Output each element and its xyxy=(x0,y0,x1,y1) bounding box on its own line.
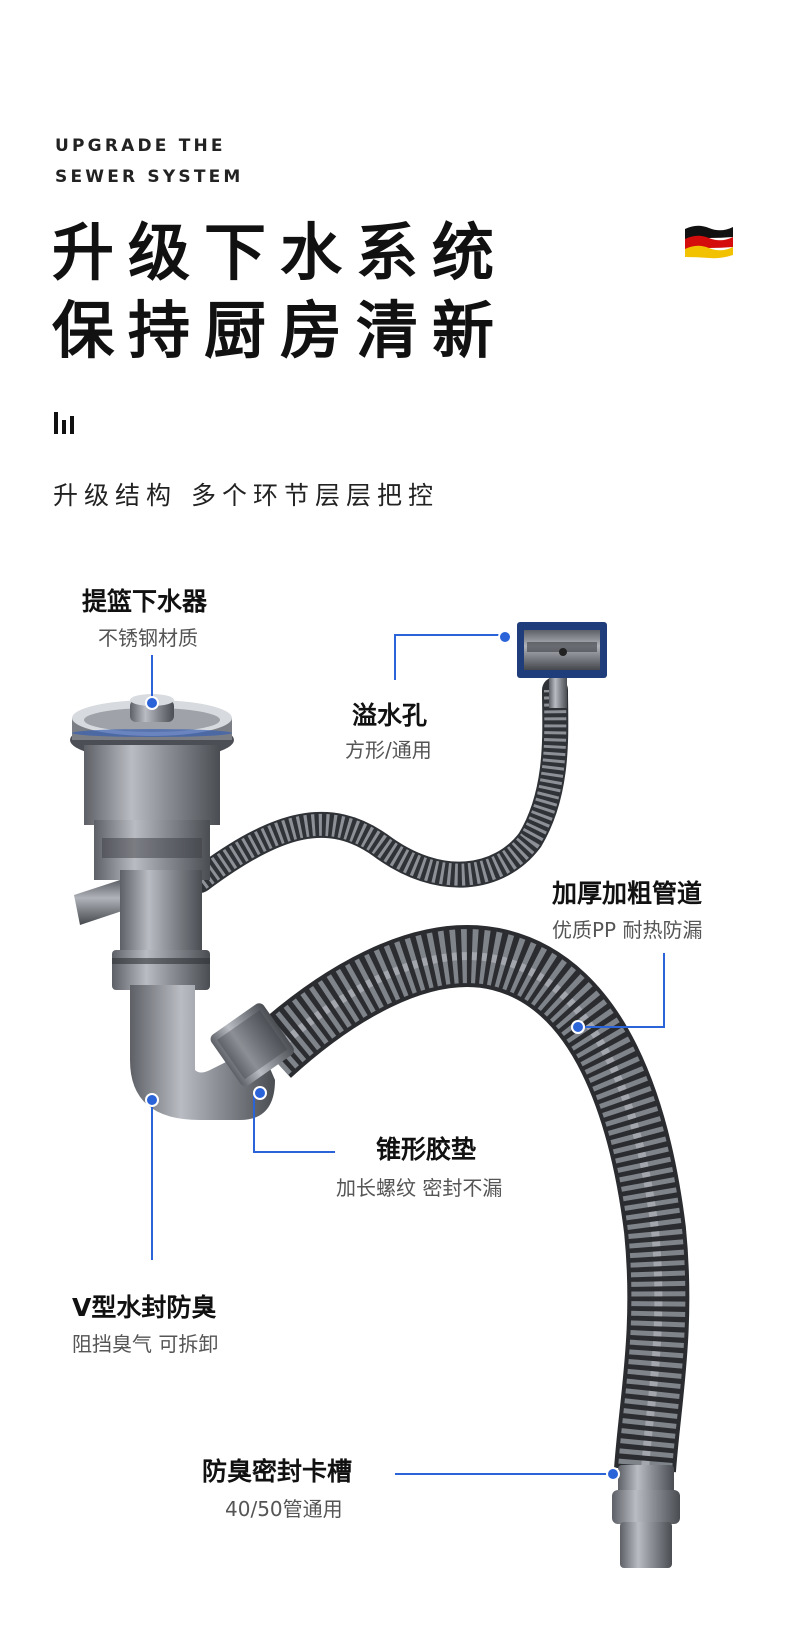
english-heading-line2: SEWER SYSTEM xyxy=(55,167,244,187)
seal-callout-title: 防臭密封卡槽 xyxy=(202,1457,353,1486)
bottom-seal-fitting xyxy=(612,1465,680,1568)
basket-callout-title: 提篮下水器 xyxy=(82,587,208,616)
decorative-bars-icon xyxy=(54,412,78,434)
overflow-callout-title: 溢水孔 xyxy=(352,701,428,730)
trap-callout-sub: 阻挡臭气 可拆卸 xyxy=(72,1332,219,1356)
main-title-line1: 升级下水系统 xyxy=(52,216,509,289)
german-flag-icon xyxy=(685,225,733,259)
overflow-cover xyxy=(517,622,607,708)
basket-strainer xyxy=(70,694,294,1120)
basket-callout-sub: 不锈钢材质 xyxy=(98,626,198,650)
overflow-callout-sub: 方形/通用 xyxy=(345,738,432,762)
pipe-callout-title: 加厚加粗管道 xyxy=(552,879,703,908)
gasket-callout-sub: 加长螺纹 密封不漏 xyxy=(336,1176,503,1200)
main-title-line2: 保持厨房清新 xyxy=(52,294,509,367)
pipe-callout-sub: 优质PP 耐热防漏 xyxy=(552,918,703,942)
english-heading-line1: UPGRADE THE xyxy=(55,136,226,156)
seal-callout-sub: 40/50管通用 xyxy=(225,1497,343,1521)
trap-callout-title: V型水封防臭 xyxy=(72,1293,217,1322)
gasket-callout-title: 锥形胶垫 xyxy=(376,1135,477,1164)
subtitle: 升级结构 多个环节层层把控 xyxy=(53,481,439,510)
